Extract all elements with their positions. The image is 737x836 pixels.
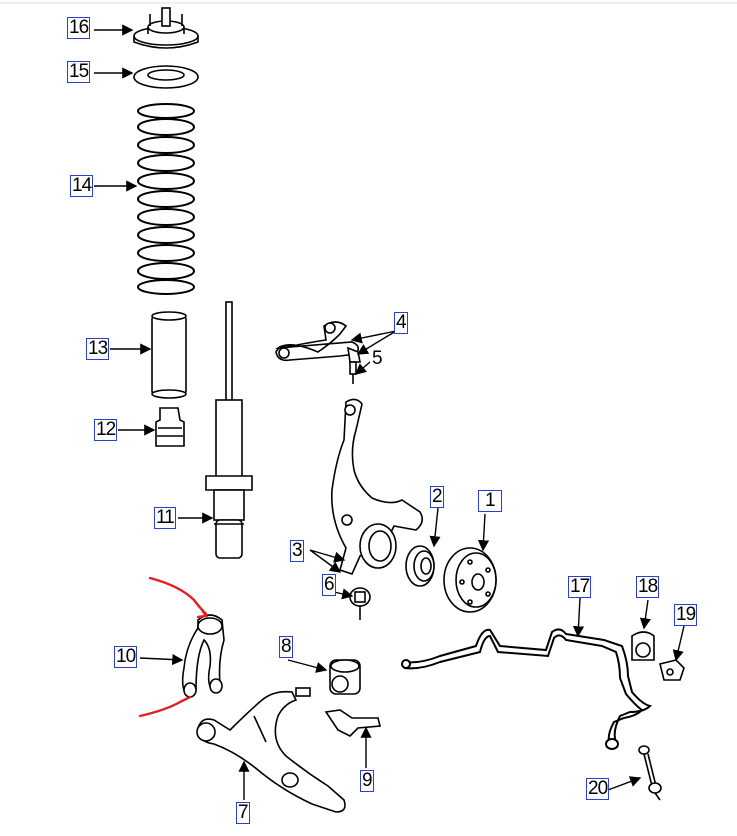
ball-joint-part [349,587,371,620]
bracket-part [324,709,382,737]
callout-10: 10 [114,646,138,668]
callout-19: 19 [674,604,698,626]
callout-9: 9 [360,770,374,792]
shock-absorber-part [205,301,253,559]
bump-stop-part [155,407,185,447]
callout-11: 11 [154,507,176,529]
callout-14: 14 [70,175,94,197]
callout-17: 17 [568,576,592,598]
bar-bracket-part [659,659,685,681]
spring-seat-part [133,65,199,89]
dust-boot-part [151,311,187,399]
callout-12: 12 [94,419,118,441]
stabilizer-bar-part [401,628,652,750]
callout-4: 4 [394,312,408,334]
fork-part [181,614,225,698]
callout-15: 15 [67,61,91,83]
knuckle-part [330,398,424,575]
callout-6: 6 [322,574,336,596]
callout-20: 20 [586,778,610,800]
callout-2: 2 [430,486,444,508]
callout-13: 13 [86,338,110,360]
hub-part [443,547,497,613]
strut-mount-part [133,7,199,49]
leader-lines [94,24,685,800]
lower-arm-part [196,687,346,813]
callout-7: 7 [236,802,250,824]
bar-bushing-part [631,631,655,661]
bushing-part [329,659,361,695]
coil-spring-part [137,103,195,295]
callout-18: 18 [636,576,660,598]
upper-arm-part [274,321,361,384]
callout-5: 5 [370,348,384,370]
bearing-part [405,545,435,587]
callout-3: 3 [290,540,304,562]
callout-16: 16 [67,17,91,39]
end-link-part [638,745,662,801]
callout-8: 8 [279,636,293,658]
callout-1: 1 [478,490,502,512]
red-annotation-marks [138,576,209,718]
